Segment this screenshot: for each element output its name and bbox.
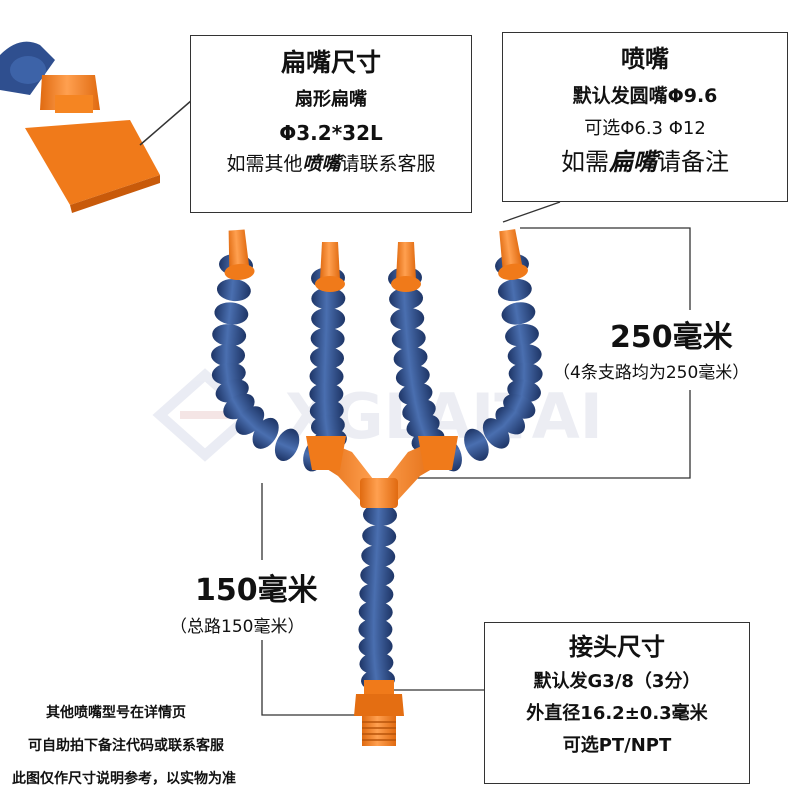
hose-branch-3-segment — [391, 327, 426, 350]
hose-branch-2-segment — [310, 327, 345, 350]
hose-branch-1-segment — [212, 324, 247, 347]
note-other-models: 其他喷嘴型号在详情页 — [46, 705, 186, 721]
flat-nozzle-spec-box: 扁嘴尺寸 扇形扁嘴 Φ3.2*32L 如需其他喷嘴请联系客服 — [190, 35, 472, 213]
connector-spec-box: 接头尺寸 默认发G3/8（3分） 外直径16.2±0.3毫米 可选PT/NPT — [484, 622, 750, 784]
flat-nozzle-contact-emph: 喷嘴 — [302, 153, 341, 175]
connector-default: 默认发G3/8（3分） — [533, 671, 701, 692]
hose-branch-2-segment — [309, 382, 344, 406]
bottom-connector — [354, 680, 404, 746]
hose-branch-3-segment — [390, 307, 425, 330]
nozzle-tip-1 — [224, 229, 255, 280]
flat-nozzle-contact-prefix: 如需其他 — [226, 153, 303, 175]
hose-branch-2-segment — [311, 307, 346, 330]
hose-main-segment — [359, 583, 394, 606]
hose-branch-4-segment — [482, 418, 510, 449]
flat-nozzle-size: Φ3.2*32L — [279, 121, 383, 145]
nozzle-tip-3 — [391, 242, 421, 292]
nozzle-tip-2 — [315, 242, 345, 292]
hose-assembly — [211, 229, 543, 692]
hose-branch-1-segment — [214, 302, 249, 325]
nozzle-tip-4 — [498, 229, 528, 280]
hose-branch-2-segment — [310, 346, 345, 369]
hose-main-segment — [363, 503, 397, 527]
branch-length-note: （4条支路均为250毫米） — [553, 363, 750, 383]
flat-nozzle-title: 扁嘴尺寸 — [280, 48, 381, 77]
dimension-lines — [261, 201, 691, 716]
hose-main-segment — [358, 618, 393, 641]
hose-branch-4-segment — [508, 362, 543, 385]
hose-branch-3-segment — [389, 287, 424, 310]
hose-branch-3-segment — [393, 346, 428, 369]
flat-nozzle-type: 扇形扁嘴 — [295, 89, 367, 110]
hose-branch-4-segment — [464, 428, 489, 461]
nozzle-note-suffix: 请备注 — [657, 148, 729, 176]
flat-nozzle-contact: 如需其他喷嘴请联系客服 — [191, 155, 471, 174]
hose-branch-3-segment — [395, 365, 430, 388]
note-self-order: 可自助拍下备注代码或联系客服 — [28, 738, 224, 754]
branch-length-value: 250毫米 — [610, 320, 733, 355]
hose-branch-4-segment — [507, 344, 542, 367]
nozzle-spec-box: 喷嘴 默认发圆嘴Φ9.6 可选Φ6.3 Φ12 如需扁嘴请备注 — [502, 32, 788, 202]
hose-branch-1-segment — [252, 417, 279, 449]
nozzle-note-emph: 扁嘴 — [609, 148, 657, 176]
hose-branch-1-segment — [211, 344, 246, 367]
hose-main-segment — [358, 601, 393, 624]
connector-options: 可选PT/NPT — [562, 735, 672, 756]
note-disclaimer: 此图仅作尺寸说明参考，以实物为准 — [12, 771, 236, 787]
nozzle-note-prefix: 如需 — [561, 148, 609, 176]
hose-main-segment — [358, 635, 393, 658]
flat-nozzle-contact-suffix: 请联系客服 — [340, 153, 436, 175]
hose-branch-4-segment — [501, 302, 536, 325]
hose-branch-4-segment — [505, 323, 539, 347]
connector-title: 接头尺寸 — [569, 633, 665, 661]
connector-diameter: 外直径16.2±0.3毫米 — [526, 703, 708, 724]
main-length-value: 150毫米 — [195, 573, 318, 608]
hose-branch-2-segment — [309, 365, 344, 388]
main-length-note: （总路150毫米） — [170, 617, 305, 637]
flat-box-pointer — [139, 99, 193, 146]
hose-main-segment — [359, 652, 394, 675]
nozzle-default: 默认发圆嘴Φ9.6 — [572, 85, 718, 107]
splitter-fittings — [306, 436, 458, 508]
hose-branch-1-segment — [274, 428, 300, 462]
hose-main-segment — [360, 564, 395, 587]
hose-main-segment — [361, 545, 396, 568]
hose-main-segment — [362, 525, 397, 548]
nozzle-options: 可选Φ6.3 Φ12 — [584, 118, 706, 139]
nozzle-title: 喷嘴 — [621, 45, 669, 73]
hose-branch-2-segment — [311, 287, 346, 310]
hose-branch-4-segment — [497, 278, 532, 302]
hose-branch-1-segment — [216, 278, 251, 302]
flat-nozzle-image — [0, 41, 160, 213]
nozzle-note: 如需扁嘴请备注 — [503, 150, 787, 174]
